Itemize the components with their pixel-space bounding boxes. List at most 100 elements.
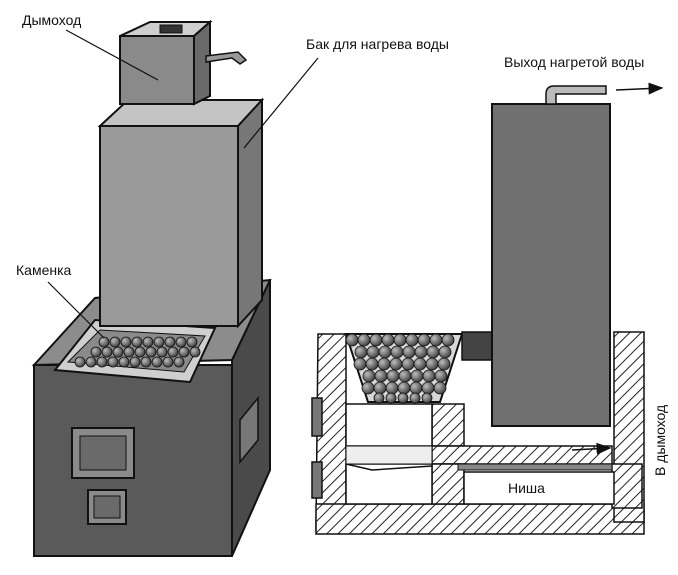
stone <box>189 346 201 358</box>
stone <box>409 392 421 404</box>
label-hot-water-outlet: Выход нагретой воды <box>504 54 645 70</box>
stone <box>118 356 130 368</box>
chimney-front <box>119 35 195 105</box>
stone <box>178 346 190 358</box>
stone <box>123 346 135 358</box>
stone <box>377 357 391 371</box>
leader-heater <box>47 281 105 339</box>
stone <box>390 345 404 359</box>
stove-cross-section <box>311 82 664 535</box>
stone <box>385 392 397 404</box>
stone <box>386 369 400 383</box>
stone <box>164 336 176 348</box>
stone <box>173 356 185 368</box>
stone <box>112 346 124 358</box>
heater-stones-3d <box>74 336 201 368</box>
stone <box>362 369 376 383</box>
stone <box>413 357 427 371</box>
firebox <box>345 403 433 447</box>
stone <box>353 357 367 371</box>
stone <box>373 392 385 404</box>
stone <box>402 345 416 359</box>
stone <box>134 346 146 358</box>
stone <box>369 333 383 347</box>
stone <box>153 336 165 348</box>
stone <box>96 356 108 368</box>
stone <box>365 357 379 371</box>
stone <box>437 357 451 371</box>
leader-water-tank <box>243 57 319 149</box>
stone <box>374 369 388 383</box>
stone <box>167 346 179 358</box>
stone <box>373 381 387 395</box>
stone <box>175 336 187 348</box>
label-niche: Ниша <box>508 480 545 496</box>
niche-box <box>463 471 615 505</box>
stone <box>389 357 403 371</box>
stone <box>129 356 141 368</box>
stone <box>186 336 198 348</box>
stone <box>145 346 157 358</box>
stone <box>85 356 97 368</box>
stone <box>397 381 411 395</box>
stone <box>398 369 412 383</box>
stone <box>438 345 452 359</box>
stone <box>90 346 102 358</box>
flue-plate <box>457 463 613 471</box>
side-vent <box>239 395 259 465</box>
outlet-pipe <box>545 85 607 105</box>
stone <box>140 356 152 368</box>
label-water-tank: Бак для нагрева воды <box>306 36 449 52</box>
stone <box>425 357 439 371</box>
stone <box>366 345 380 359</box>
stone <box>385 381 399 395</box>
water-tap <box>205 51 248 65</box>
stone <box>120 336 132 348</box>
stone <box>405 333 419 347</box>
water-tank-side <box>237 97 263 329</box>
stone <box>162 356 174 368</box>
label-chimney: Дымоход <box>22 12 82 28</box>
flue-arrow <box>571 442 612 455</box>
stone <box>422 369 436 383</box>
stone <box>357 333 371 347</box>
stone <box>434 369 448 383</box>
stone <box>417 333 431 347</box>
stone <box>345 333 359 347</box>
stone <box>131 336 143 348</box>
stone <box>361 381 375 395</box>
stone <box>98 336 110 348</box>
stone <box>74 356 86 368</box>
label-heater-stones: Каменка <box>16 262 72 278</box>
heater-stones-section <box>345 333 455 404</box>
stone <box>433 381 447 395</box>
leader-chimney <box>65 29 159 81</box>
stone <box>101 346 113 358</box>
stone <box>378 345 392 359</box>
outlet-arrow <box>615 82 664 95</box>
stone <box>109 336 121 348</box>
stone <box>393 333 407 347</box>
stone <box>397 392 409 404</box>
chimney-side <box>193 19 211 106</box>
stone <box>354 345 368 359</box>
stone <box>421 392 433 404</box>
stone <box>409 381 423 395</box>
stone <box>410 369 424 383</box>
stone <box>421 381 435 395</box>
ashpit <box>345 463 433 505</box>
stone <box>414 345 428 359</box>
water-tank-section <box>491 103 611 427</box>
label-to-chimney: В дымоход <box>652 404 668 476</box>
stone <box>401 357 415 371</box>
stone <box>142 336 154 348</box>
stone <box>156 346 168 358</box>
stone <box>107 356 119 368</box>
stone <box>426 345 440 359</box>
water-tank-front <box>99 125 239 327</box>
stove-3d <box>31 19 319 557</box>
stone <box>429 333 443 347</box>
stone <box>441 333 455 347</box>
stone <box>381 333 395 347</box>
